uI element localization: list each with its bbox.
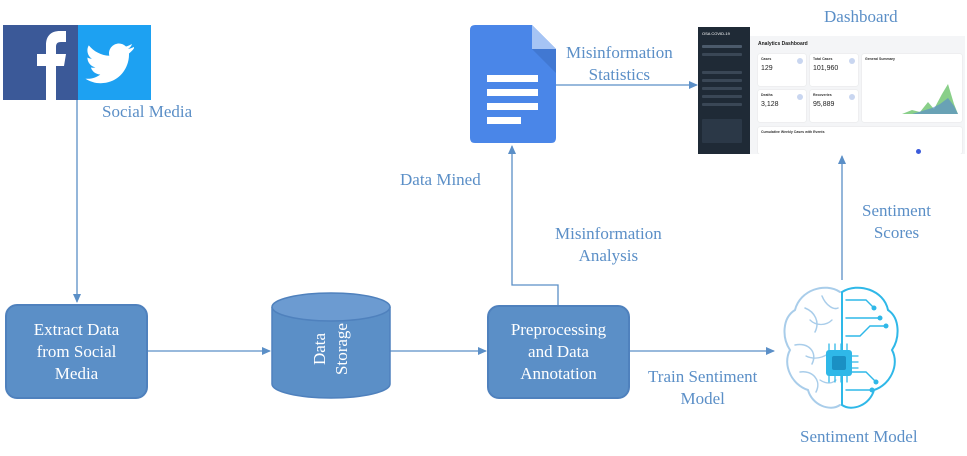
card-icon [797,58,803,64]
dashboard-area-chart [870,84,958,114]
card-title: Deaths [761,93,773,97]
dashboard-sidebar: OSA COVID-19 [698,27,750,154]
card-title: Cases [761,57,772,61]
misinformation-analysis-label: Misinformation Analysis [555,224,662,265]
dashboard-heading: Analytics Dashboard [758,41,808,47]
dashboard-bottom-card: Cumulative Weekly Cases with Events [758,127,962,154]
arrow-preprocessing-to-document [508,145,559,305]
data-storage-cylinder [271,292,391,399]
card-icon [797,94,803,100]
bottom-panel-title: Cumulative Weekly Cases with Events [761,130,825,134]
misinformation-statistics-label: Misinformation Statistics [566,43,673,84]
card-title: Total Cases [813,57,833,61]
document-icon [470,25,556,143]
dashboard-chart-card: General Summary [862,54,962,122]
card-icon [849,58,855,64]
card-title: Recoveries [813,93,832,97]
brain-icon [783,286,899,409]
preprocessing-box: Preprocessing and Data Annotation [487,305,630,399]
card-icon [849,94,855,100]
dashboard-card: Deaths 3,128 [758,90,806,122]
facebook-icon [3,25,78,100]
dashboard-card: Recoveries 95,889 [810,90,858,122]
card-value: 95,889 [813,101,835,108]
chart-title: General Summary [865,57,895,61]
sentiment-model-label: Sentiment Model [800,427,918,446]
extract-data-box: Extract Data from Social Media [5,304,148,399]
dashboard-app-title: OSA COVID-19 [702,31,730,36]
dashboard-screenshot: OSA COVID-19 Analytics Dashboard Cases 1… [698,27,965,154]
card-value: 129 [761,65,773,72]
data-storage-label: Data Storage [310,323,351,375]
dashboard-card: Total Cases 101,960 [810,54,858,86]
card-value: 3,128 [761,101,779,108]
sentiment-scores-label: Sentiment Scores [862,201,931,242]
twitter-icon [78,25,151,100]
data-mined-label: Data Mined [400,170,481,189]
dashboard-card: Cases 129 [758,54,806,86]
dashboard-topbar [750,27,965,36]
social-media-label: Social Media [102,102,193,121]
dashboard-label: Dashboard [824,7,898,26]
card-value: 101,960 [813,65,839,72]
train-sentiment-model-label: Train Sentiment Model [648,367,758,408]
